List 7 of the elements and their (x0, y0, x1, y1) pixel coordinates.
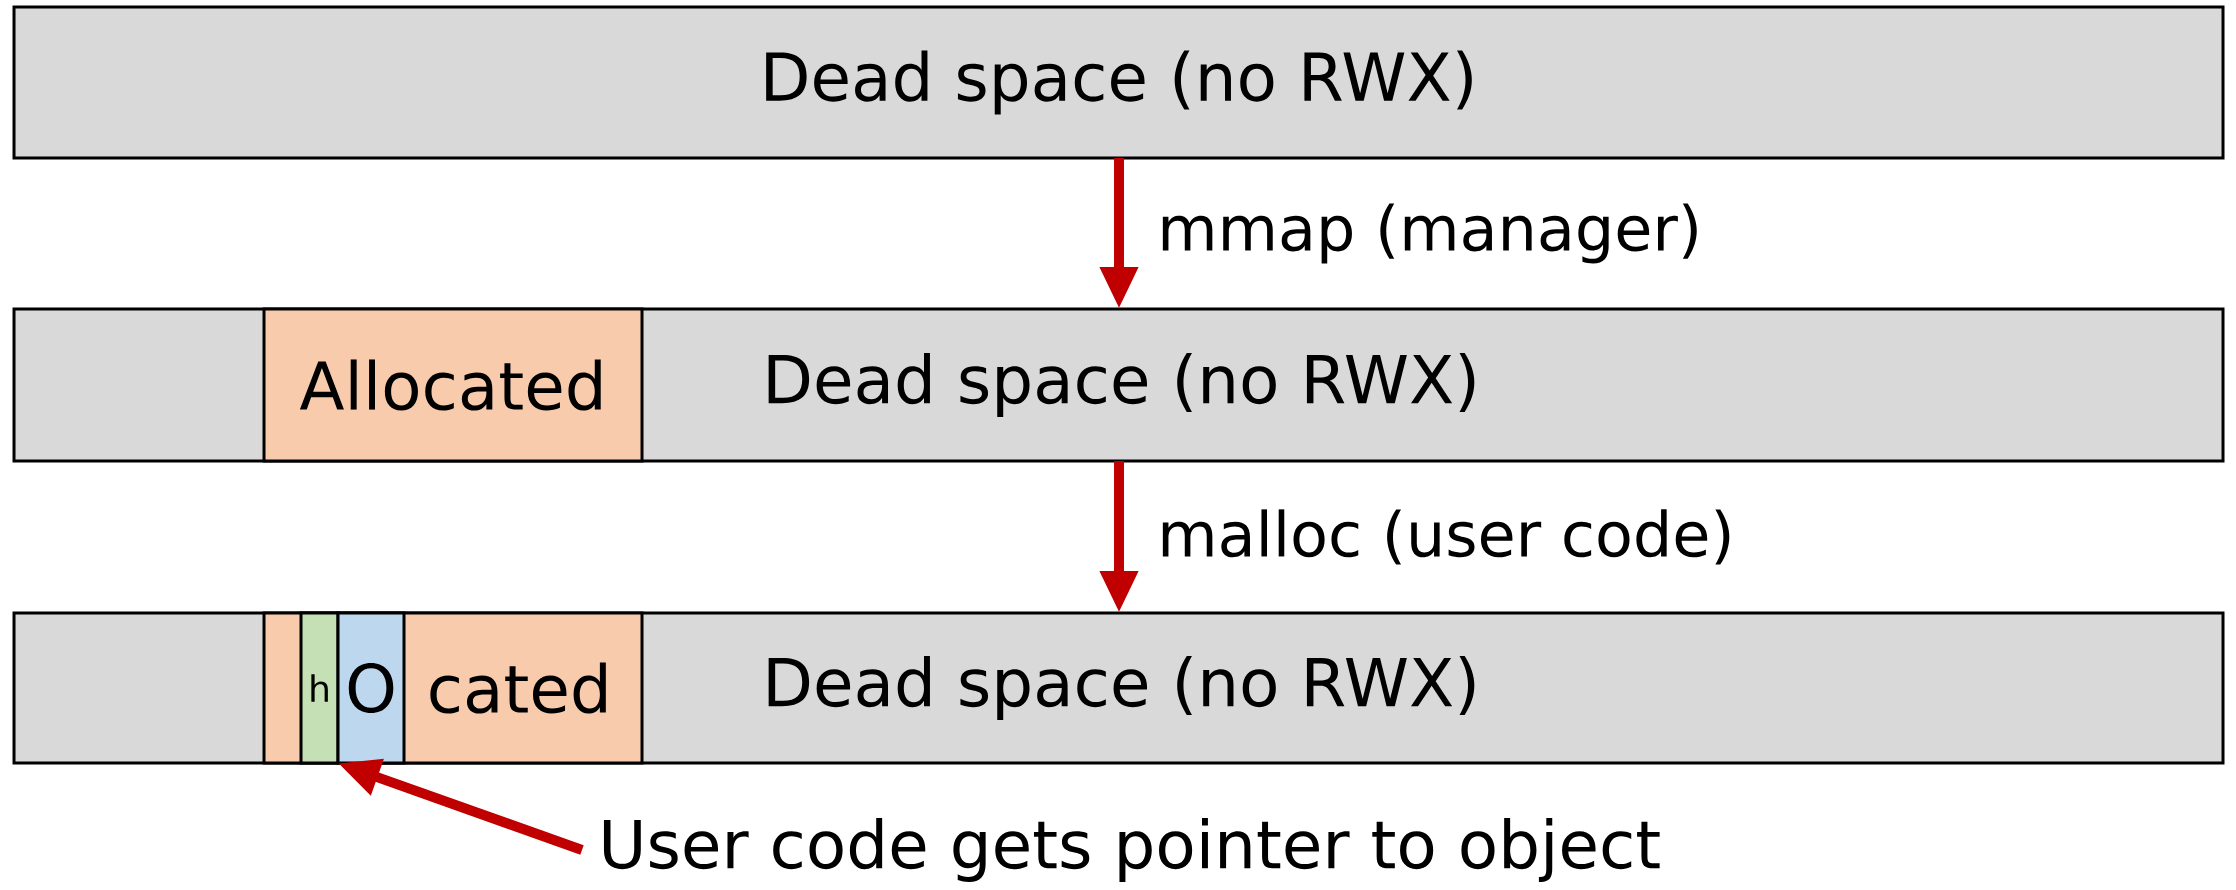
memory-bar: Dead space (no RWX) (12, 5, 2225, 160)
allocated-block: Allocated (262, 307, 644, 463)
header-block: h (299, 611, 340, 765)
object-block: O (336, 611, 406, 765)
edge-label: mmap (manager) (1155, 201, 1705, 266)
edge-label: malloc (user code) (1155, 507, 1737, 567)
caption-text: User code gets pointer to object (603, 818, 1660, 882)
